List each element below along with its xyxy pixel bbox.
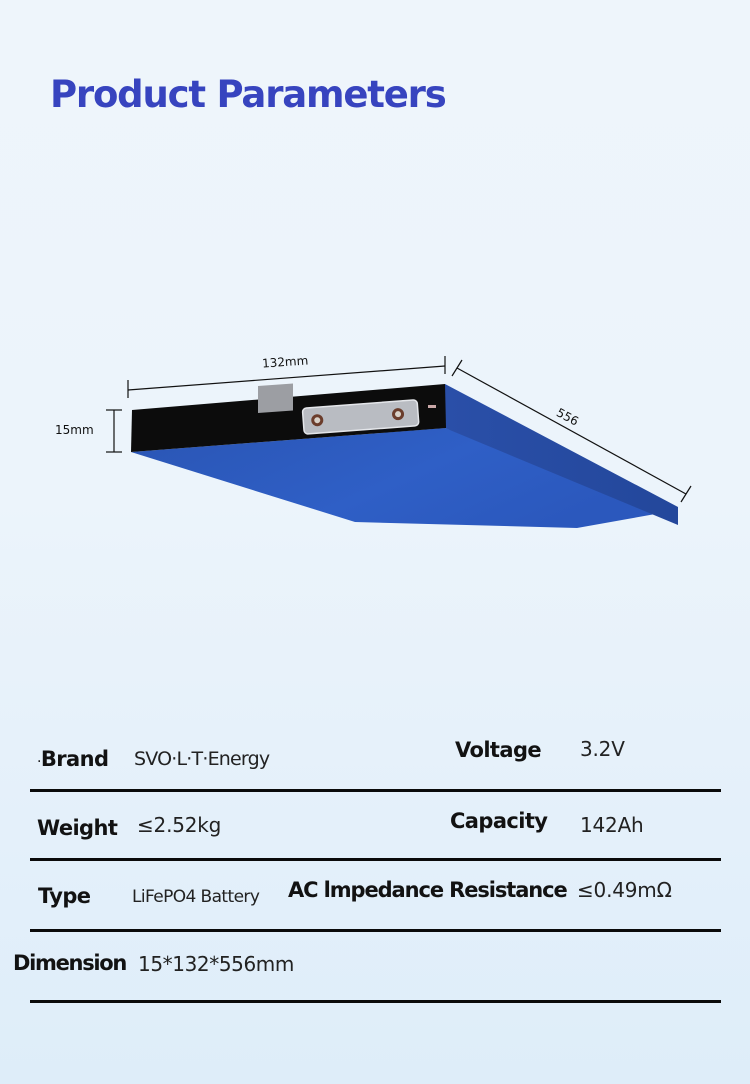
spec-label-weight: Weight: [37, 816, 118, 840]
spec-value-voltage: 3.2V: [580, 737, 625, 761]
spec-label-brand: ·Brand: [37, 747, 109, 771]
row-divider: [30, 1000, 721, 1003]
battery-product-image: 132mm 15mm 556: [0, 330, 750, 550]
spec-label-voltage: Voltage: [455, 738, 542, 762]
spec-value-weight: ≤2.52kg: [137, 813, 222, 837]
row-divider: [30, 789, 721, 792]
height-dimension-label: 15mm: [55, 423, 94, 437]
battery-illustration: [106, 356, 692, 528]
spec-value-brand: SVO·L·T·Energy: [134, 748, 270, 770]
spec-value-dimension: 15*132*556mm: [138, 952, 294, 976]
spec-label-dimension: Dimension: [13, 951, 127, 975]
spec-label-capacity: Capacity: [450, 809, 548, 833]
spec-label-type: Type: [38, 884, 91, 908]
row-divider: [30, 858, 721, 861]
spec-label-ac-impedance: AC lmpedance Resistance: [288, 878, 568, 902]
spec-value-capacity: 142Ah: [580, 813, 644, 837]
row-divider: [30, 929, 721, 932]
page-title: Product Parameters: [50, 73, 447, 116]
spec-value-ac-impedance: ≤0.49mΩ: [577, 878, 672, 902]
spec-value-type: LiFePO4 Battery: [132, 887, 260, 907]
